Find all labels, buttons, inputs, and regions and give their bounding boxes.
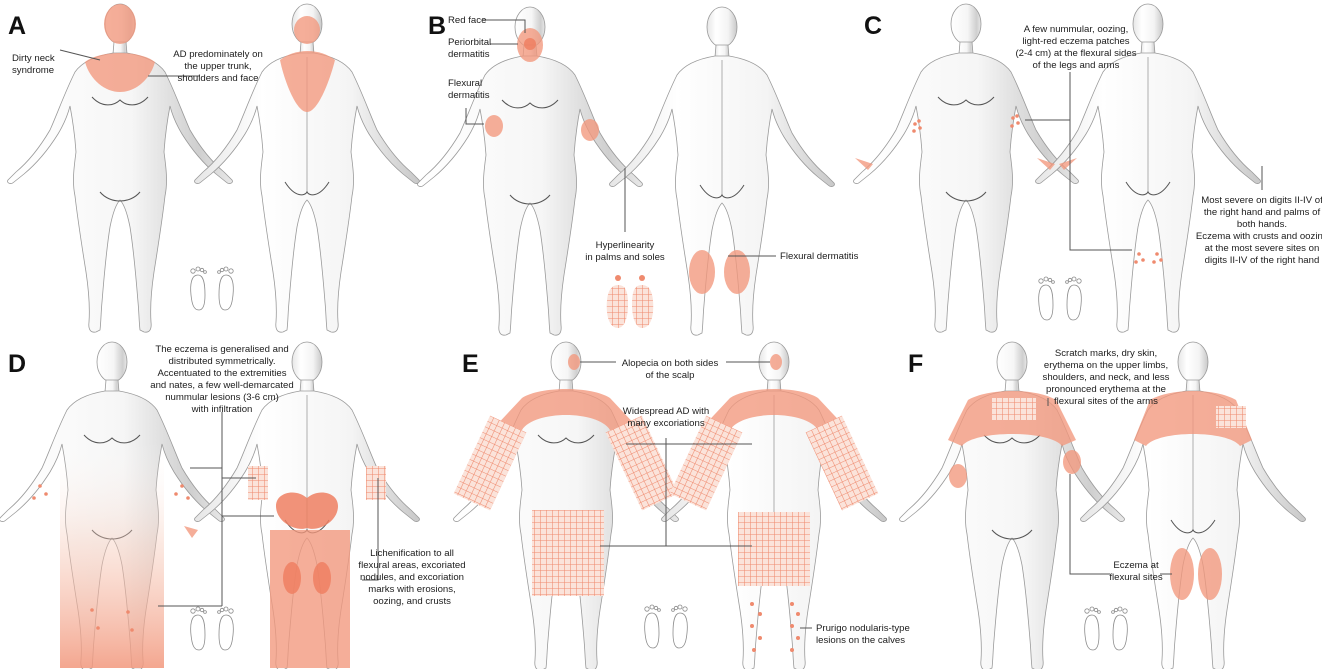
- panel-letter-d: D: [8, 350, 26, 378]
- label-b-flexural-dermatitis: Flexural dermatitis: [780, 251, 859, 262]
- label-a-upper-trunk-3: shoulders and face: [177, 73, 258, 84]
- label-a-dirty-neck-1: Dirty neck: [12, 53, 55, 64]
- lesion-knee-left-f: [1170, 548, 1194, 600]
- label-e-alopecia-1: Alopecia on both sides: [622, 358, 719, 369]
- label-d-generalised-6: with infiltration: [191, 404, 253, 415]
- label-c-nummular-2: light-red eczema patches: [1022, 36, 1129, 47]
- label-b-flexural-2: dermatitis: [448, 90, 490, 101]
- lesion-hatch-shoulder-back-f: [1216, 406, 1246, 428]
- label-d-generalised-5: nummular lesions (3-6 cm): [165, 392, 279, 403]
- lesion-face-a: [104, 4, 136, 44]
- label-b-hyperlinearity-2: in palms and soles: [585, 252, 665, 263]
- lesion-hatch-arm-right-e: [606, 416, 679, 511]
- label-e-prurigo-2: lesions on the calves: [816, 635, 905, 646]
- lesion-hatch-arm-left-d: [248, 466, 268, 500]
- lesion-knee-right-d: [313, 562, 331, 594]
- lesion-hand-d: [184, 526, 198, 538]
- panel-letter-f: F: [908, 350, 923, 378]
- lesion-knee-back-left-b: [689, 250, 715, 294]
- label-b-hyperlinearity-1: Hyperlinearity: [596, 240, 655, 251]
- label-b-periorbital-2: dermatitis: [448, 49, 490, 60]
- label-f-scratch-3: shoulders, and neck, and less: [1043, 372, 1170, 383]
- label-d-generalised-2: distributed symmetrically.: [169, 356, 276, 367]
- label-c-severe-2: the right hand and palms of: [1204, 207, 1321, 218]
- label-e-prurigo-1: Prurigo nodularis-type: [816, 623, 910, 634]
- label-a-dirty-neck-2: syndrome: [12, 65, 54, 76]
- lesion-hatch-thighs-front-e: [532, 510, 604, 596]
- label-c-severe-3: both hands.: [1237, 219, 1287, 230]
- panel-letter-a: A: [8, 12, 26, 40]
- panel-b: B Red face Periorbital dermatitis Flexur…: [418, 7, 859, 335]
- label-f-scratch-5: flexural sites of the arms: [1054, 396, 1158, 407]
- feet-soles-c: [1039, 277, 1082, 320]
- label-a-upper-trunk-1: AD predominately on: [173, 49, 263, 60]
- feet-soles-d: [191, 607, 234, 650]
- lesion-legs-back-d: [270, 530, 350, 668]
- label-b-red-face: Red face: [448, 15, 486, 26]
- lesion-neck-back-a: [294, 16, 320, 44]
- label-b-periorbital-1: Periorbital: [448, 37, 491, 48]
- lesion-right-elbow-b: [581, 119, 599, 141]
- lesion-knee-back-right-b: [724, 250, 750, 294]
- label-f-eczema-2: flexural sites: [1109, 572, 1163, 583]
- label-f-eczema-1: Eczema at: [1113, 560, 1159, 571]
- label-e-widespread-1: Widespread AD with: [623, 406, 709, 417]
- label-c-nummular-4: of the legs and arms: [1033, 60, 1120, 71]
- feet-soles-e: [645, 605, 688, 648]
- label-d-lichen-5: oozing, and crusts: [373, 596, 451, 607]
- label-c-severe-1: Most severe on digits II-IV of: [1201, 195, 1322, 206]
- label-d-generalised-4: and nates, a few well-demarcated: [150, 380, 293, 391]
- panel-d: D The eczema is generalised and distribu…: [0, 342, 466, 669]
- label-f-scratch-2: erythema on the upper limbs,: [1044, 360, 1168, 371]
- label-f-scratch-1: Scratch marks, dry skin,: [1055, 348, 1157, 359]
- lesion-knee-right-f: [1198, 548, 1222, 600]
- leader-a-1: [60, 50, 100, 60]
- label-d-lichen-4: marks with erosions,: [368, 584, 455, 595]
- label-d-generalised-1: The eczema is generalised and: [155, 344, 288, 355]
- label-c-nummular-1: A few nummular, oozing,: [1024, 24, 1129, 35]
- label-d-generalised-3: Accentuated to the extremities: [157, 368, 286, 379]
- panel-e: E Alopecia on both sides of the scalp Wi…: [454, 342, 910, 669]
- panel-letter-b: B: [428, 12, 446, 40]
- label-d-lichen-1: Lichenification to all: [370, 548, 454, 559]
- lesion-elbow-right-f: [1063, 450, 1081, 474]
- panel-a: A Dirty neck syndrome AD predominately o…: [8, 4, 420, 332]
- lesion-periorbital-b: [524, 38, 536, 50]
- label-b-flexural-1: Flexural: [448, 78, 482, 89]
- lesion-gradient-legs-front-d: [60, 440, 164, 668]
- label-c-severe-6: digits II-IV of the right hand: [1205, 255, 1320, 266]
- label-c-nummular-3: (2-4 cm) at the flexural sides: [1015, 48, 1136, 59]
- lesion-knee-left-d: [283, 562, 301, 594]
- lesion-left-elbow-b: [485, 115, 503, 137]
- lesion-hatch-arm-right-d: [366, 466, 386, 500]
- label-e-alopecia-2: of the scalp: [645, 370, 694, 381]
- feet-soles-a: [191, 267, 234, 310]
- label-e-widespread-2: many excoriations: [627, 418, 705, 429]
- lesion-scalp-back-e: [770, 354, 782, 370]
- label-c-severe-4: Eczema with crusts and oozing: [1196, 231, 1322, 242]
- label-c-severe-5: at the most severe sites on: [1205, 243, 1320, 254]
- hyperlinear-soles-b: [607, 275, 653, 328]
- lesion-hatch-thighs-back-e: [738, 512, 810, 586]
- panel-letter-c: C: [864, 12, 882, 40]
- lesion-scalp-front-e: [568, 354, 580, 370]
- label-a-upper-trunk-2: the upper trunk,: [184, 61, 251, 72]
- panel-c: C A few nummular, oozing, light-red ecze…: [854, 4, 1322, 332]
- lesion-elbow-left-f: [949, 464, 967, 488]
- label-d-lichen-3: nodules, and excoriation: [360, 572, 464, 583]
- label-f-scratch-4: pronounced erythema at the: [1046, 384, 1166, 395]
- lesion-hatch-neck-front-f: [992, 398, 1036, 420]
- panel-letter-e: E: [462, 350, 479, 378]
- feet-soles-f: [1085, 607, 1128, 650]
- label-d-lichen-2: flexural areas, excoriated: [358, 560, 465, 571]
- lesion-hatch-arm-left-e: [454, 416, 527, 511]
- panel-f: F Scratch marks, dry skin, erythema on t…: [900, 342, 1306, 669]
